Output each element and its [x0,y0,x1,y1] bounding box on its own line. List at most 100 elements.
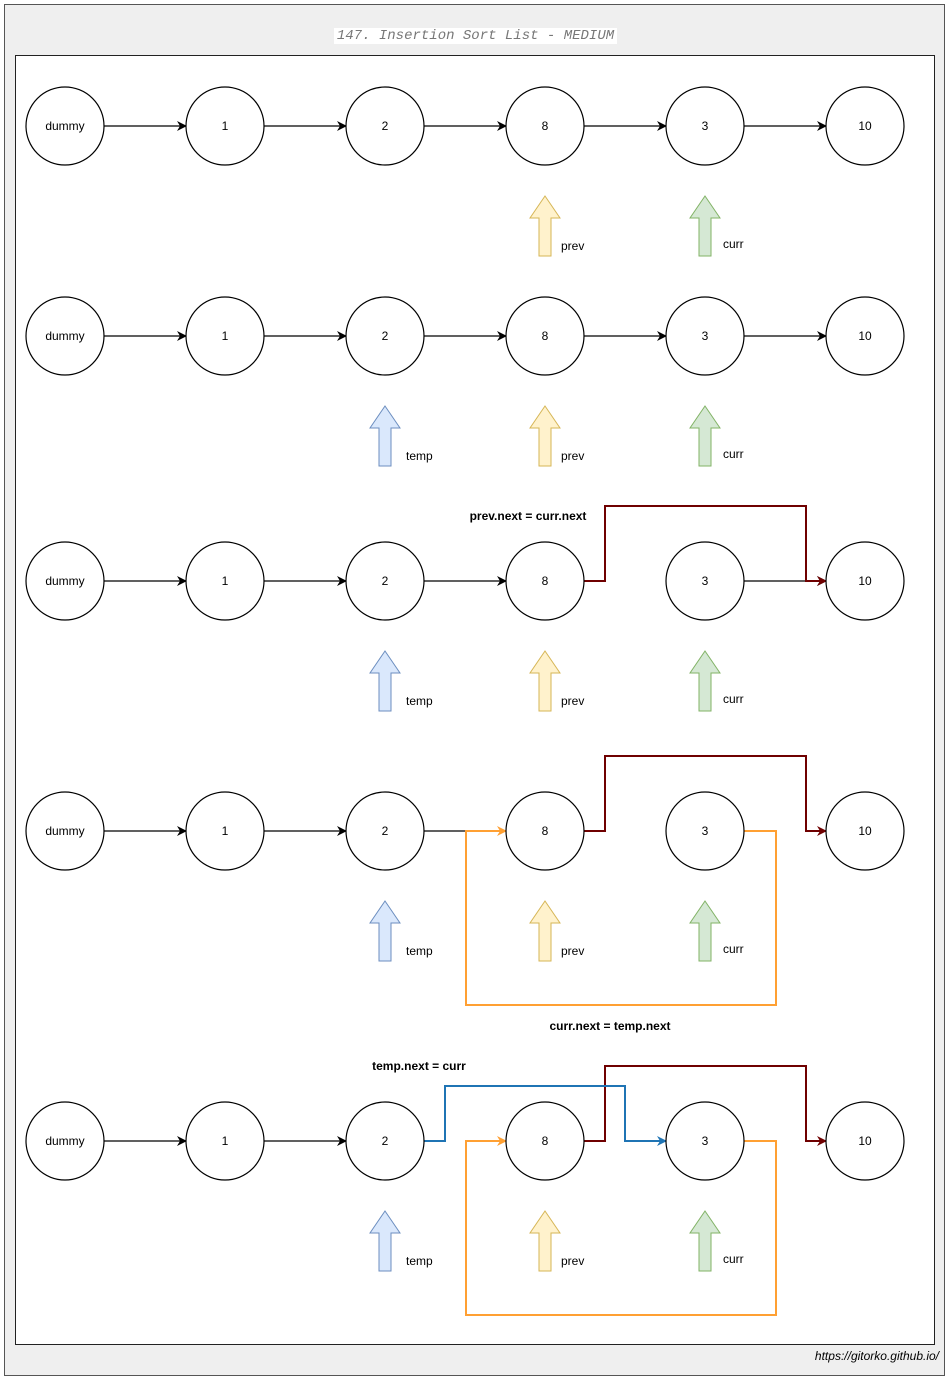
list-node [345,296,425,376]
curr-pointer-arrow [689,650,721,712]
prev-pointer-label: prev [561,1254,584,1268]
curr-pointer-arrow [689,195,721,257]
curr-pointer-arrow [689,405,721,467]
list-node [25,541,105,621]
list-node [25,791,105,871]
curr-next-link-arrow [465,1136,777,1316]
prev-pointer-arrow [529,900,561,962]
curr-pointer-arrow [689,1210,721,1272]
curr-pointer-label: curr [723,942,744,956]
list-node [25,296,105,376]
list-node [665,86,745,166]
prev-pointer-arrow [529,405,561,467]
prev-next-link-arrow [584,505,827,586]
list-node [825,791,905,871]
list-node [505,296,585,376]
temp-next-link-arrow [424,1085,667,1146]
temp-pointer-arrow [369,650,401,712]
list-node [185,1101,265,1181]
annotation-layer: prev.next = curr.next curr.next = temp.ne… [372,509,670,1073]
node-label: 8 [542,119,549,133]
list-node [25,1101,105,1181]
list-node [665,296,745,376]
list-node [505,541,585,621]
curr-pointer-label: curr [723,1252,744,1266]
node-label: 10 [858,329,872,343]
node-label: 3 [702,574,709,588]
list-node [185,791,265,871]
list-node [505,791,585,871]
temp-pointer-label: temp [406,1254,433,1268]
node-label: 2 [382,119,389,133]
annotation-prev-next: prev.next = curr.next [470,509,587,523]
footer-url: https://gitorko.github.io/ [814,1349,939,1363]
node-label: 2 [382,824,389,838]
list-node [505,1101,585,1181]
node-label: 8 [542,1134,549,1148]
list-node [345,1101,425,1181]
node-label: 1 [222,329,229,343]
node-label: 1 [222,119,229,133]
node-label: 10 [858,119,872,133]
list-node [825,1101,905,1181]
node-label: 2 [382,1134,389,1148]
node-label: 3 [702,119,709,133]
node-label: 1 [222,574,229,588]
curr-pointer-label: curr [723,692,744,706]
curr-pointer-arrow [689,900,721,962]
node-label: 1 [222,824,229,838]
node-label: 8 [542,574,549,588]
list-node [665,541,745,621]
temp-pointer-label: temp [406,694,433,708]
list-node [505,86,585,166]
temp-pointer-label: temp [406,944,433,958]
list-node [665,791,745,871]
node-layer: dummy 1 2 8 3 10 dummy 1 2 8 3 10 dummy 1 2 8 3 10 dummy 1 2… [25,86,905,1181]
list-node [185,86,265,166]
node-label: 2 [382,329,389,343]
node-label: 3 [702,329,709,343]
prev-pointer-label: prev [561,944,584,958]
node-label: 3 [702,1134,709,1148]
temp-pointer-arrow [369,405,401,467]
link-layer [104,121,827,1316]
prev-next-link-arrow [584,755,827,836]
list-node [185,296,265,376]
node-label: 2 [382,574,389,588]
curr-pointer-label: curr [723,447,744,461]
prev-pointer-arrow [529,1210,561,1272]
prev-pointer-label: prev [561,694,584,708]
list-node [345,86,425,166]
prev-next-link-arrow [584,1065,827,1146]
prev-pointer-label: prev [561,239,584,253]
prev-pointer-arrow [529,650,561,712]
list-node [825,296,905,376]
node-label: 8 [542,329,549,343]
annotation-curr-next: curr.next = temp.next [549,1019,670,1033]
node-label: dummy [45,329,84,343]
node-label: 10 [858,824,872,838]
node-label: 3 [702,824,709,838]
page-title: 147. Insertion Sort List - MEDIUM [0,26,951,44]
prev-pointer-arrow [529,195,561,257]
curr-next-link-arrow [465,826,777,1006]
node-label: dummy [45,1134,84,1148]
temp-pointer-label: temp [406,449,433,463]
list-node [825,86,905,166]
list-node [185,541,265,621]
list-node [345,541,425,621]
node-label: 10 [858,574,872,588]
title-text: 147. Insertion Sort List - MEDIUM [333,28,618,44]
node-label: dummy [45,119,84,133]
node-label: 1 [222,1134,229,1148]
node-label: 10 [858,1134,872,1148]
diagram-canvas [15,55,935,1345]
temp-pointer-arrow [369,1210,401,1272]
curr-pointer-label: curr [723,237,744,251]
annotation-temp-next: temp.next = curr [372,1059,466,1073]
node-label: dummy [45,574,84,588]
prev-pointer-label: prev [561,449,584,463]
node-label: 8 [542,824,549,838]
